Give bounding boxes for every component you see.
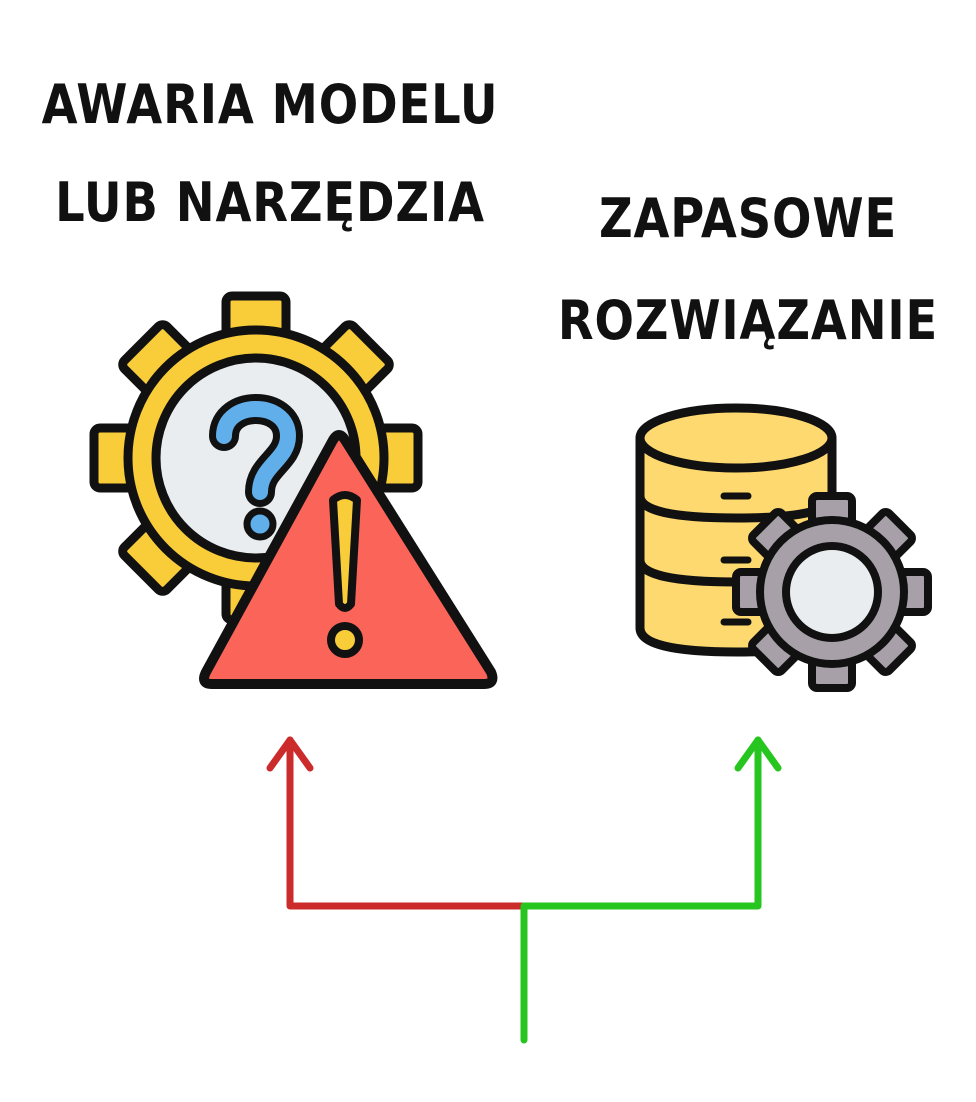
left-node-title: AWARIA MODELU LUB NARZĘDZIA bbox=[38, 78, 502, 230]
gray-gear-icon bbox=[732, 492, 932, 692]
green-arrowhead bbox=[734, 736, 782, 772]
right-node-title: ZAPASOWE ROZWIĄZANIE bbox=[552, 192, 944, 348]
left-node-title-line-1: AWARIA MODELU bbox=[41, 73, 499, 136]
question-mark-icon bbox=[209, 394, 304, 541]
red-arrow-path bbox=[286, 736, 526, 910]
green-arrow-path bbox=[520, 736, 762, 1044]
gear-warning-icon bbox=[89, 291, 498, 689]
database-gear-icon bbox=[635, 403, 932, 692]
right-node-title-line-2: ROZWIĄZANIE bbox=[557, 289, 939, 352]
left-node-title-line-2: LUB NARZĘDZIA bbox=[55, 171, 485, 234]
connector-lines bbox=[266, 736, 782, 1044]
red-arrowhead bbox=[266, 736, 314, 772]
warning-triangle-icon bbox=[199, 430, 498, 689]
right-node-title-line-1: ZAPASOWE bbox=[598, 187, 898, 250]
